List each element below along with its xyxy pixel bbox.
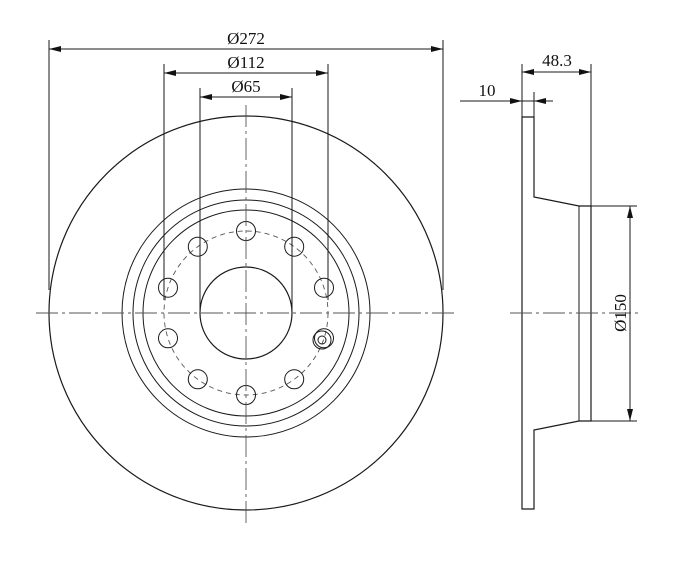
bolt-holes [158,221,334,405]
locating-hole-outer [312,330,332,350]
label-thickness: 10 [479,81,496,100]
front-view [36,105,458,524]
label-center-bore-diameter: Ø65 [231,77,260,96]
bolt-hole [158,328,178,349]
bolt-hole [314,328,334,349]
label-bolt-circle-diameter: Ø112 [227,53,264,72]
bolt-hole [187,236,208,257]
label-overall-height: 48.3 [542,51,572,70]
dimension-hat-diameter: Ø150 [591,205,637,422]
label-hat-diameter: Ø150 [611,294,630,332]
label-outer-diameter: Ø272 [227,29,265,48]
bolt-hole [314,277,334,298]
bolt-hole [284,236,305,257]
dimension-thickness: 10 [460,81,553,117]
dimension-bolt-circle-diameter: Ø112 [163,53,329,300]
dimension-overall-height: 48.3 [521,51,592,206]
dimension-outer-diameter: Ø272 [48,29,444,290]
locating-hole [312,330,332,350]
locating-hole-inner [317,335,327,345]
dimension-center-bore-diameter: Ø65 [199,77,293,313]
bolt-hole [158,277,178,298]
bolt-hole [187,369,208,390]
bolt-hole [284,369,305,390]
